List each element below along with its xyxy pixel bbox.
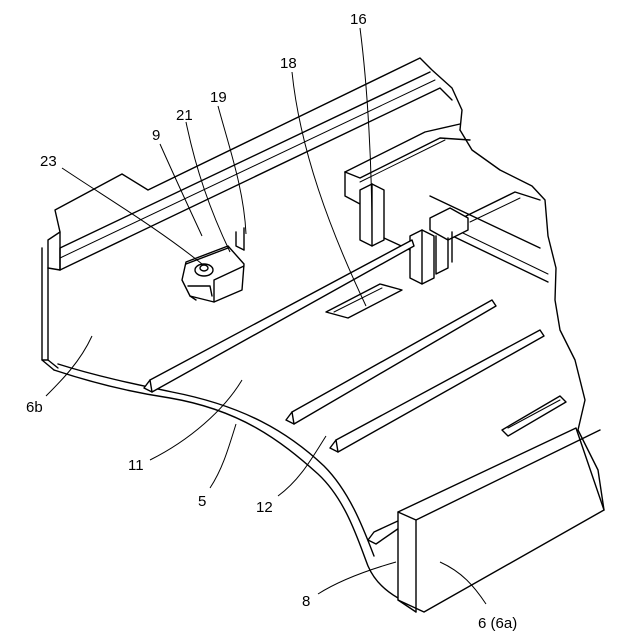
label-12: 12 [256, 499, 273, 516]
label-8: 8 [302, 593, 310, 610]
label-6a: 6 (6a) [478, 615, 517, 632]
part-9-clip [182, 228, 244, 302]
label-21: 21 [176, 107, 193, 124]
right-slot [502, 396, 566, 436]
label-19: 19 [210, 89, 227, 106]
label-11: 11 [128, 457, 144, 474]
back-wall [48, 58, 462, 270]
label-18: 18 [280, 55, 297, 72]
label-9: 9 [152, 127, 160, 144]
part-16 [360, 184, 468, 284]
label-16: 16 [350, 11, 367, 28]
label-6b: 6b [26, 399, 43, 416]
label-5: 5 [198, 493, 206, 510]
tray-outline-5 [54, 364, 398, 598]
label-23: 23 [40, 153, 57, 170]
front-wall-6a [398, 428, 604, 612]
left-wall-6b [42, 248, 58, 370]
